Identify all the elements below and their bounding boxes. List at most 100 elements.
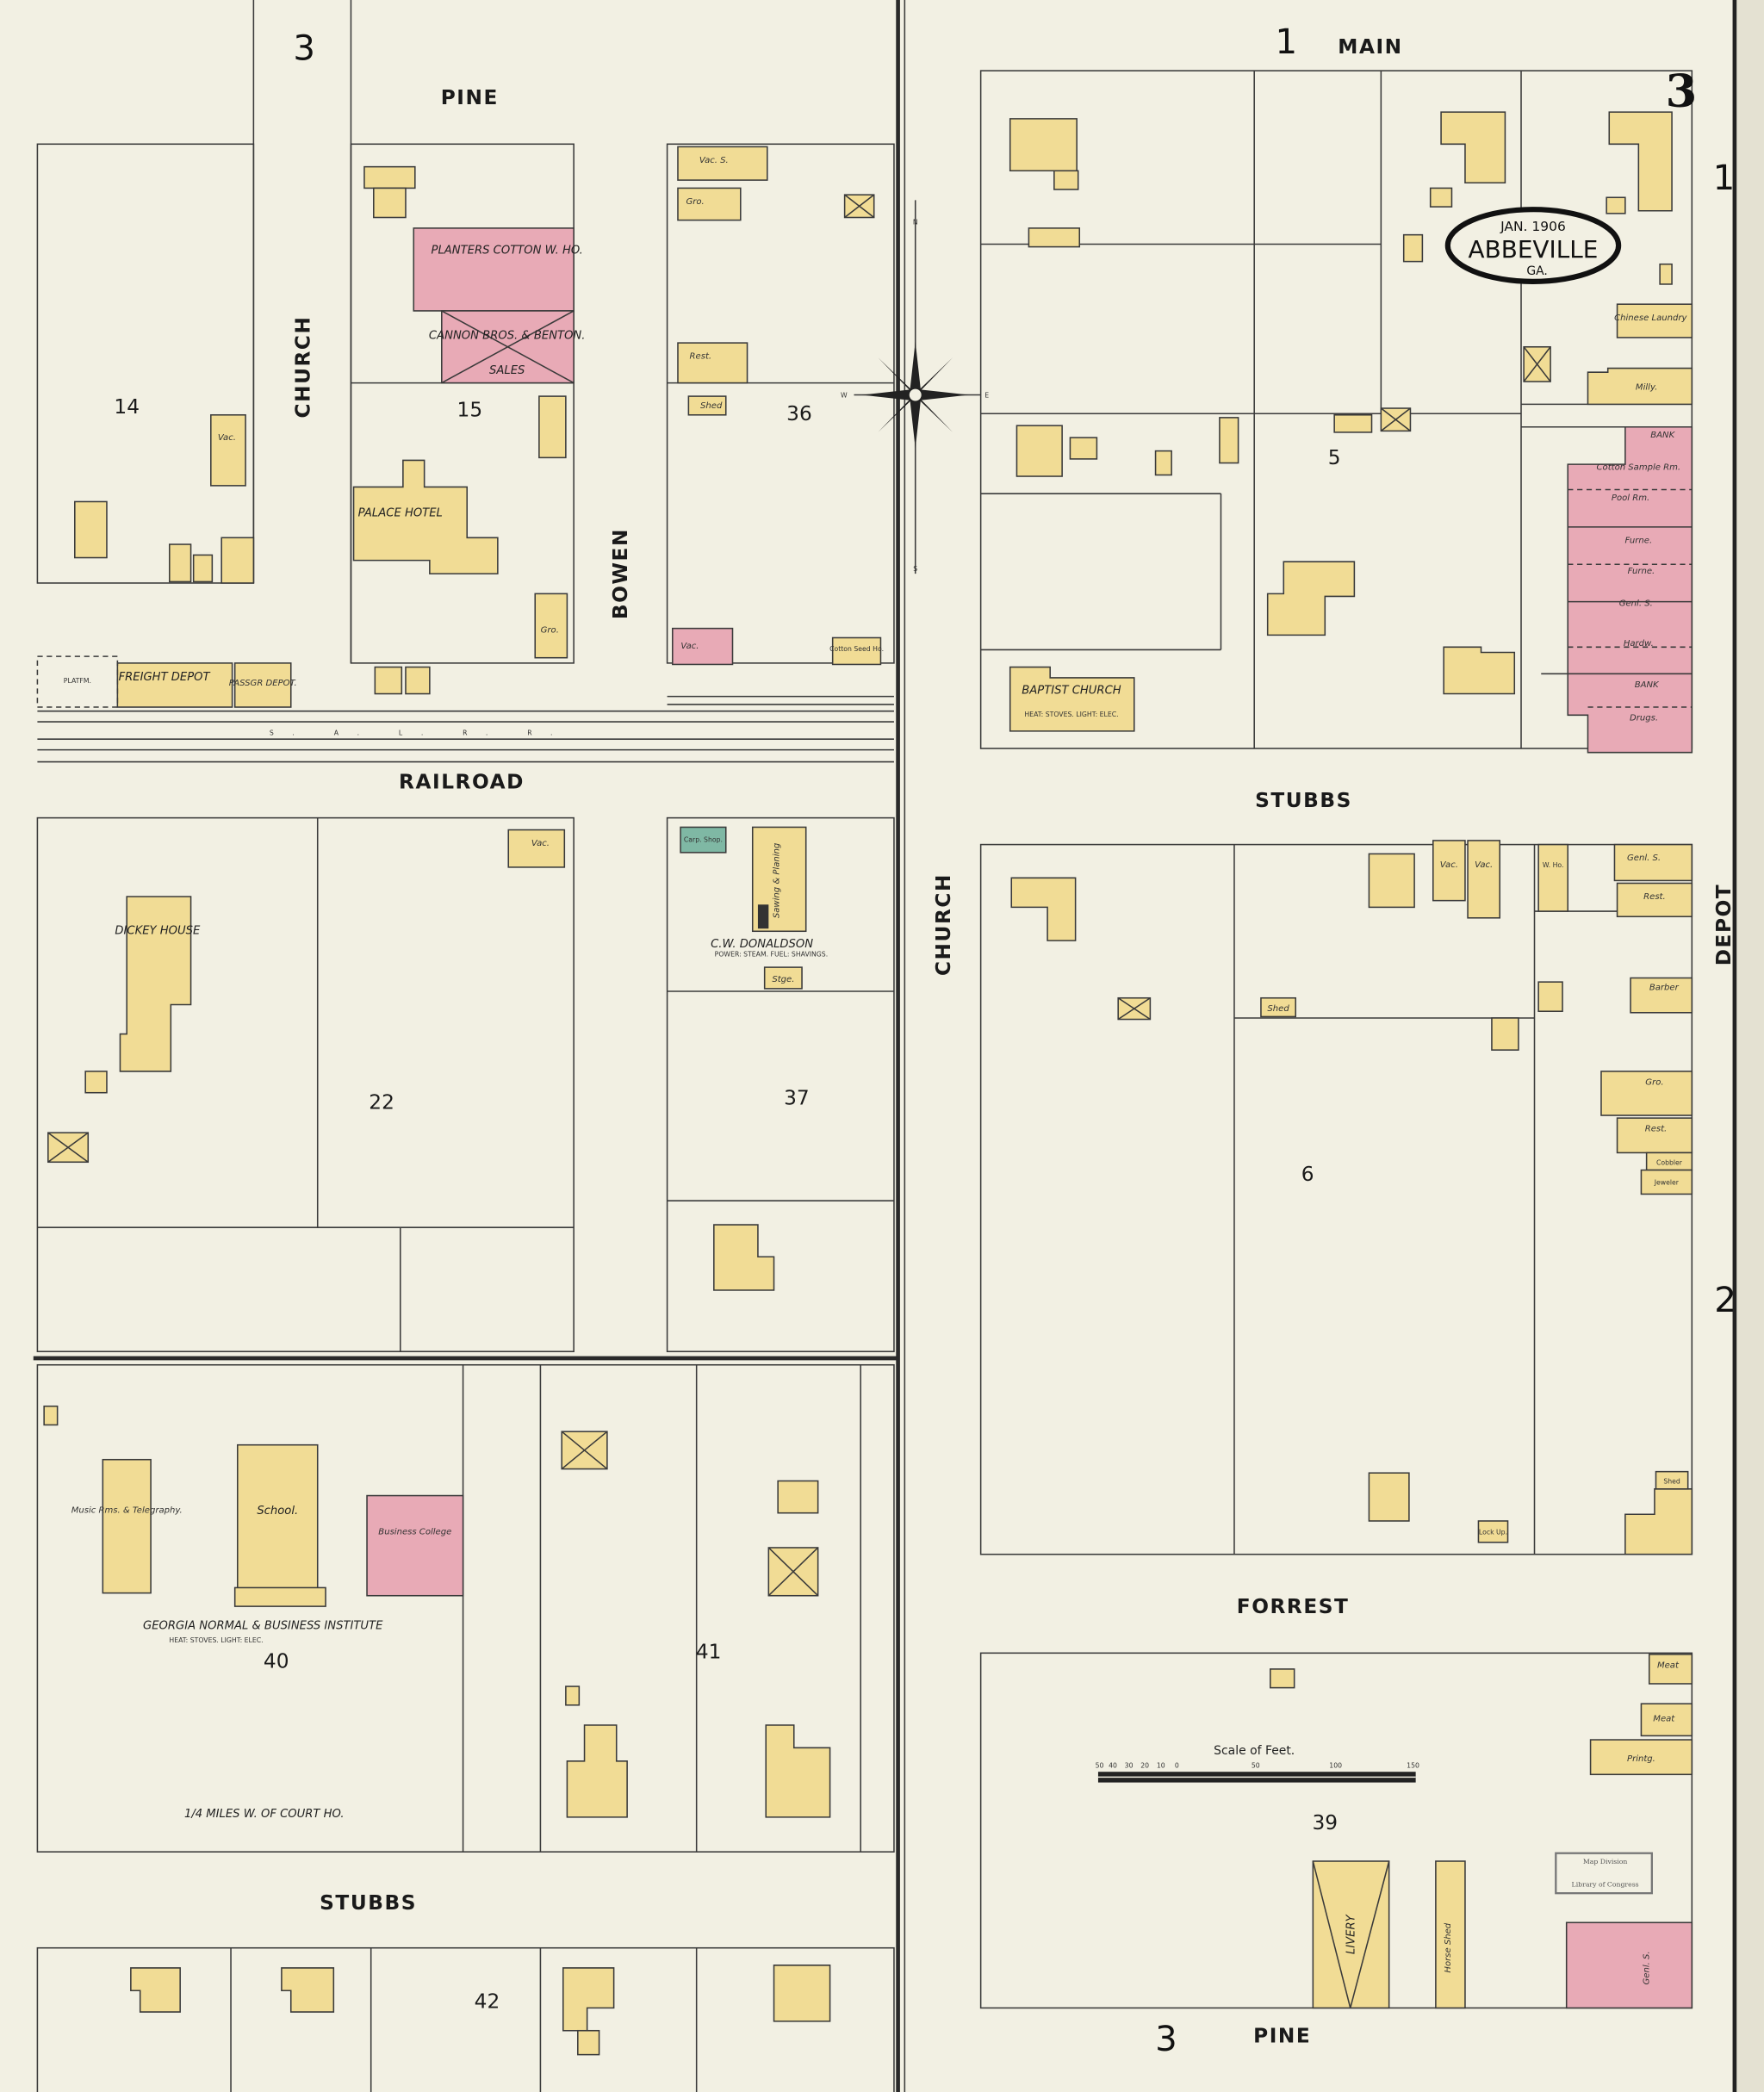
svg-text:Genl. S.: Genl. S. bbox=[1619, 599, 1653, 608]
svg-text:Vac. S.: Vac. S. bbox=[699, 156, 729, 165]
svg-text:BANK: BANK bbox=[1650, 431, 1675, 440]
street-pine-bottom: PINE bbox=[1253, 2025, 1311, 2048]
svg-text:20: 20 bbox=[1140, 1762, 1149, 1770]
svg-text:40: 40 bbox=[1109, 1762, 1117, 1770]
svg-text:Rest.: Rest. bbox=[1643, 892, 1666, 902]
svg-text:Gro.: Gro. bbox=[1645, 1077, 1663, 1087]
svg-text:Furne.: Furne. bbox=[1628, 567, 1655, 576]
block-number: 40 bbox=[264, 1649, 289, 1673]
svg-text:Sawing & Planing: Sawing & Planing bbox=[773, 843, 782, 918]
svg-text:10: 10 bbox=[1157, 1762, 1165, 1770]
building-passenger-depot bbox=[233, 662, 292, 708]
svg-text:C.W. DONALDSON: C.W. DONALDSON bbox=[711, 938, 813, 951]
svg-text:POWER: STEAM. FUEL: SHAVINGS.: POWER: STEAM. FUEL: SHAVINGS. bbox=[715, 951, 829, 959]
svg-text:Vac.: Vac. bbox=[218, 433, 236, 443]
distance-note: 1/4 MILES W. OF COURT HO. bbox=[184, 1808, 345, 1821]
right-blocks bbox=[979, 70, 1693, 2009]
svg-text:Chinese Laundry: Chinese Laundry bbox=[1614, 313, 1687, 323]
building-baptist-church bbox=[1009, 666, 1135, 732]
svg-text:Rest.: Rest. bbox=[690, 352, 712, 362]
street-stubbs-left: STUBBS bbox=[320, 1891, 417, 1915]
svg-text:Hardw.: Hardw. bbox=[1624, 639, 1654, 649]
svg-text:DICKEY HOUSE: DICKEY HOUSE bbox=[115, 924, 201, 937]
center-divider bbox=[33, 0, 906, 2092]
svg-text:PASSGR DEPOT.: PASSGR DEPOT. bbox=[229, 679, 297, 688]
svg-text:LIVERY: LIVERY bbox=[1345, 1914, 1357, 1954]
compass-e: E bbox=[984, 392, 989, 400]
building-commercial-row bbox=[1567, 425, 1693, 754]
building-chinese-laundry bbox=[1616, 303, 1693, 338]
compass-s: S bbox=[913, 565, 917, 573]
right-buildings: Chinese Laundry Milly. BANK Cotton Sampl… bbox=[1009, 111, 1693, 2009]
svg-text:150: 150 bbox=[1407, 1762, 1419, 1770]
svg-text:HEAT: STOVES. LIGHT: ELEC.: HEAT: STOVES. LIGHT: ELEC. bbox=[1024, 711, 1118, 718]
block-number: 6 bbox=[1301, 1163, 1314, 1186]
street-labels: PINE CHURCH BOWEN RAILROAD S. A. L. R. R… bbox=[270, 35, 1736, 2048]
svg-text:Business College: Business College bbox=[378, 1527, 451, 1536]
svg-text:0: 0 bbox=[1175, 1762, 1179, 1770]
svg-text:BANK: BANK bbox=[1635, 680, 1660, 690]
svg-text:CANNON BROS. & BENTON.: CANNON BROS. & BENTON. bbox=[429, 329, 586, 342]
street-forrest: FORREST bbox=[1237, 1595, 1350, 1618]
street-church-right: CHURCH bbox=[932, 873, 955, 976]
svg-text:Vac.: Vac. bbox=[1475, 860, 1493, 870]
block-number: 41 bbox=[696, 1641, 722, 1664]
block-number: 15 bbox=[457, 398, 483, 421]
svg-text:PLANTERS COTTON W. HO.: PLANTERS COTTON W. HO. bbox=[432, 244, 583, 257]
compass-w: W bbox=[841, 392, 848, 400]
svg-text:Meat: Meat bbox=[1653, 1714, 1675, 1723]
svg-text:Genl. S.: Genl. S. bbox=[1643, 1951, 1652, 1984]
block-number: 5 bbox=[1328, 446, 1341, 469]
street-railroad: RAILROAD bbox=[399, 771, 525, 794]
library-stamp: Map Division Library of Congress bbox=[1555, 1852, 1653, 1895]
street-main: MAIN bbox=[1338, 35, 1402, 59]
compass-rose-icon: N S E W bbox=[841, 200, 989, 574]
building-business-college bbox=[366, 1494, 464, 1597]
svg-text:PLATFM.: PLATFM. bbox=[64, 677, 91, 685]
svg-text:SALES: SALES bbox=[489, 364, 525, 377]
building-palace-hotel bbox=[352, 459, 499, 574]
svg-text:Shed: Shed bbox=[1663, 1478, 1680, 1486]
svg-text:School.: School. bbox=[257, 1505, 298, 1518]
svg-text:Milly.: Milly. bbox=[1636, 382, 1657, 392]
svg-text:Gro.: Gro. bbox=[686, 197, 704, 207]
scale-title: Scale of Feet. bbox=[1214, 1744, 1295, 1758]
svg-text:Genl. S.: Genl. S. bbox=[1627, 854, 1661, 863]
svg-text:100: 100 bbox=[1329, 1762, 1342, 1770]
svg-text:Pool Rm.: Pool Rm. bbox=[1612, 494, 1649, 503]
street-church-left: CHURCH bbox=[291, 316, 314, 419]
street-depot: DEPOT bbox=[1712, 884, 1736, 965]
block-number: 14 bbox=[114, 395, 140, 419]
svg-text:30: 30 bbox=[1125, 1762, 1134, 1770]
title-city: ABBEVILLE bbox=[1469, 235, 1599, 264]
adjoining-sheet-top-left: 3 bbox=[293, 29, 315, 69]
svg-text:Music Rms. & Telegraphy.: Music Rms. & Telegraphy. bbox=[71, 1506, 183, 1516]
svg-text:Cotton Seed Ho.: Cotton Seed Ho. bbox=[829, 645, 884, 653]
street-pine-top: PINE bbox=[441, 86, 499, 109]
svg-text:Vac.: Vac. bbox=[680, 642, 699, 651]
svg-text:Lock Up.: Lock Up. bbox=[1479, 1528, 1507, 1536]
building-music-rooms bbox=[102, 1458, 152, 1594]
svg-text:Drugs.: Drugs. bbox=[1630, 714, 1658, 723]
block-number: 42 bbox=[475, 1990, 500, 2013]
page-edge bbox=[1734, 0, 1764, 2092]
block-number: 22 bbox=[369, 1090, 394, 1114]
building-general-store bbox=[1565, 1921, 1693, 2009]
building-dickey-house bbox=[119, 896, 192, 1072]
title-date: JAN. 1906 bbox=[1500, 219, 1566, 234]
svg-text:BAPTIST CHURCH: BAPTIST CHURCH bbox=[1022, 685, 1121, 698]
svg-text:Meat: Meat bbox=[1657, 1661, 1680, 1670]
svg-text:FREIGHT DEPOT: FREIGHT DEPOT bbox=[119, 671, 211, 684]
scale-bar: Scale of Feet. 50 40 30 20 10 0 50 100 1… bbox=[1096, 1744, 1419, 1783]
svg-text:50: 50 bbox=[1096, 1762, 1104, 1770]
block-number: 39 bbox=[1313, 1811, 1339, 1834]
block-numbers: 14 15 36 22 37 40 41 42 5 6 39 bbox=[114, 395, 1340, 2013]
svg-text:Horse Shed: Horse Shed bbox=[1444, 1922, 1453, 1972]
svg-text:Shed: Shed bbox=[1267, 1004, 1289, 1014]
adjoining-sheet-top-center: 1 bbox=[1276, 22, 1298, 62]
building-school bbox=[237, 1443, 319, 1592]
svg-text:Carp. Shop.: Carp. Shop. bbox=[684, 835, 723, 843]
adjoining-sheet-right-lower: 2 bbox=[1714, 1281, 1736, 1320]
svg-text:Gro.: Gro. bbox=[541, 625, 559, 635]
